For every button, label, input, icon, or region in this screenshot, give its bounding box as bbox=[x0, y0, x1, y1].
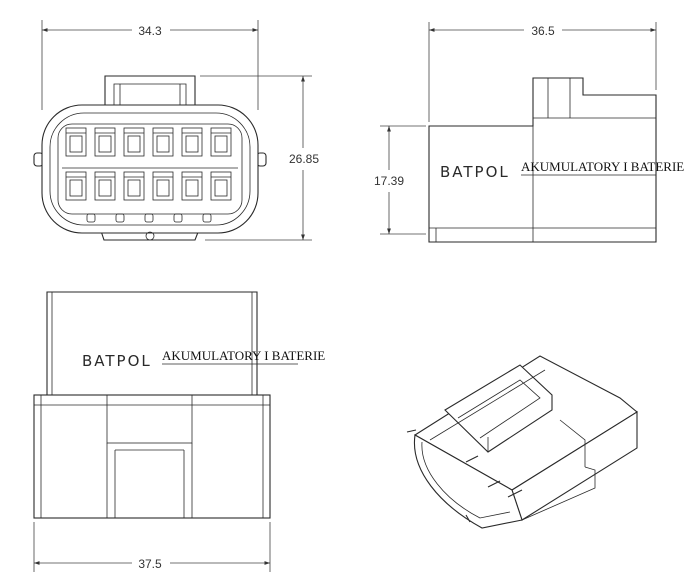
watermark-tagline: AKUMULATORY I BATERIE bbox=[521, 159, 684, 174]
locating-bump bbox=[86, 213, 96, 223]
bottom-width-label: 37.5 bbox=[138, 557, 162, 571]
locating-bump bbox=[115, 213, 125, 223]
terminal-slot bbox=[123, 171, 145, 201]
terminal-cavity bbox=[127, 179, 141, 197]
terminal-cavity bbox=[185, 179, 199, 197]
terminal-slot bbox=[181, 127, 203, 157]
terminal-slot bbox=[181, 171, 203, 201]
front-view bbox=[33, 75, 267, 241]
side-width-dimension: 36.5 bbox=[428, 22, 657, 122]
side-height-label: 17.39 bbox=[374, 174, 404, 188]
terminal-cavity bbox=[156, 179, 170, 197]
locating-bump bbox=[173, 213, 183, 223]
terminal-slots bbox=[65, 127, 232, 223]
terminal-cavity bbox=[214, 135, 228, 153]
terminal-cavity bbox=[185, 135, 199, 153]
front-width-label: 34.3 bbox=[138, 24, 162, 38]
front-height-dimension: 26.85 bbox=[200, 75, 319, 241]
terminal-slot bbox=[210, 127, 232, 157]
terminal-cavity bbox=[69, 135, 83, 153]
watermark-side-view: BATPOL AKUMULATORY I BATERIE bbox=[440, 159, 684, 181]
terminal-cavity bbox=[127, 135, 141, 153]
watermark-tagline: AKUMULATORY I BATERIE bbox=[162, 348, 325, 363]
watermark-bottom-view: BATPOL AKUMULATORY I BATERIE bbox=[82, 348, 325, 370]
terminal-cavity bbox=[156, 135, 170, 153]
side-width-label: 36.5 bbox=[531, 24, 555, 38]
side-height-dimension: 17.39 bbox=[374, 125, 426, 235]
terminal-slot bbox=[123, 127, 145, 157]
locating-bump bbox=[202, 213, 212, 223]
front-width-dimension: 34.3 bbox=[41, 20, 259, 110]
side-view bbox=[428, 77, 657, 243]
terminal-slot bbox=[65, 171, 87, 201]
terminal-slot bbox=[210, 171, 232, 201]
terminal-cavity bbox=[98, 179, 112, 197]
isometric-view bbox=[406, 355, 638, 529]
terminal-slot bbox=[152, 171, 174, 201]
terminal-slot bbox=[94, 171, 116, 201]
terminal-slot bbox=[65, 127, 87, 157]
terminal-cavity bbox=[98, 135, 112, 153]
terminal-slot bbox=[94, 127, 116, 157]
watermark-brand: BATPOL bbox=[440, 163, 510, 181]
terminal-cavity bbox=[69, 179, 83, 197]
locating-bump bbox=[144, 213, 154, 223]
bottom-width-dimension: 37.5 bbox=[33, 522, 271, 572]
bottom-view bbox=[33, 291, 271, 519]
front-height-label: 26.85 bbox=[289, 152, 319, 166]
terminal-slot bbox=[152, 127, 174, 157]
terminal-cavity bbox=[214, 179, 228, 197]
watermark-brand: BATPOL bbox=[82, 352, 152, 370]
